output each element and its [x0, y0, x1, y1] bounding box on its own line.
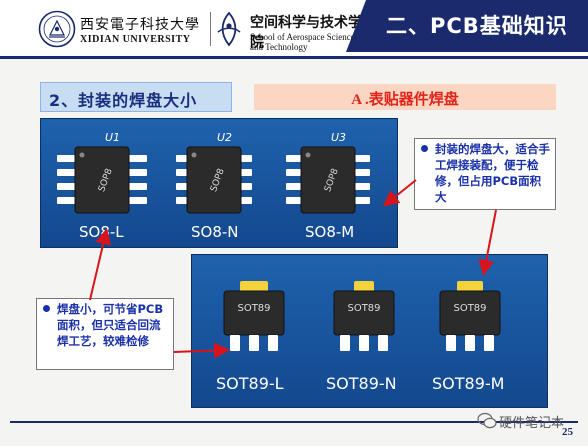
solder-pad	[355, 197, 370, 204]
ic-body	[74, 146, 130, 214]
solder-pad	[129, 155, 147, 162]
section-label: A .表贴器件焊盘	[351, 92, 459, 108]
footer-divider	[10, 421, 578, 423]
solder-pad	[249, 335, 259, 351]
school-emblem-icon	[217, 11, 241, 47]
footprint-label: SO8-N	[191, 223, 239, 241]
page-number: 25	[562, 426, 573, 438]
component-ref: U2	[217, 131, 232, 144]
title-band: 二、PCB基础知识	[346, 0, 588, 52]
solder-pad	[446, 335, 456, 351]
small-pad-callout: 焊盘小，可节省PCB面积，但只适合回流焊工艺，较难检修	[36, 298, 174, 370]
solder-pad	[129, 169, 147, 176]
solder-pad	[176, 169, 187, 176]
bullet-icon	[421, 145, 428, 152]
component-ref: U1	[105, 131, 120, 144]
footprint-label: SO8-M	[305, 223, 354, 241]
solder-pad	[57, 155, 75, 162]
component-ref: U3	[331, 131, 346, 144]
solder-pad	[378, 335, 388, 351]
small-pad-callout-text: 焊盘小，可节省PCB面积，但只适合回流焊工艺，较难检修	[57, 302, 164, 348]
watermark-text: 硬件笔记本	[499, 416, 565, 431]
university-name-en: XIDIAN UNIVERSITY	[80, 34, 191, 45]
university-logo: 西安電子科技大學 XIDIAN UNIVERSITY 空间科学与技术学院 Sch…	[38, 10, 368, 52]
pin1-marker	[79, 152, 85, 158]
large-pad-callout: 封装的焊盘大，适合手工焊接装配，便于检修，但占用PCB面积大	[414, 138, 556, 210]
school-name-cn: 空间科学与技术学院	[250, 15, 362, 51]
solder-pad	[465, 335, 475, 351]
solder-pad	[286, 155, 301, 162]
solder-pad	[241, 197, 252, 204]
subtitle-box: 2、封装的焊盘大小	[40, 82, 232, 112]
subtitle: 2、封装的焊盘大小	[49, 91, 198, 110]
pin1-marker	[191, 152, 197, 158]
solder-pad	[355, 155, 370, 162]
footprint-label: SOT89-L	[216, 374, 284, 393]
solder-pad	[286, 183, 301, 190]
pin1-marker	[305, 152, 311, 158]
university-seal-icon	[38, 10, 76, 48]
solder-pad	[57, 183, 75, 190]
header-bar: 西安電子科技大學 XIDIAN UNIVERSITY 空间科学与技术学院 Sch…	[0, 0, 588, 59]
solder-pad	[176, 183, 187, 190]
solder-pad	[241, 155, 252, 162]
solder-pad	[241, 183, 252, 190]
footprint-label: SO8-L	[79, 223, 124, 241]
solder-pad	[268, 335, 278, 351]
solder-pad	[355, 183, 370, 190]
solder-pad	[286, 197, 301, 204]
solder-pad	[359, 335, 369, 351]
ic-marking: SOT89	[237, 303, 270, 314]
solder-pad	[484, 335, 494, 351]
solder-pad	[57, 197, 75, 204]
section-label-box: A .表贴器件焊盘	[254, 84, 556, 110]
solder-pad	[286, 169, 301, 176]
ic-marking: SOT89	[347, 303, 380, 314]
bullet-icon	[43, 305, 50, 312]
university-name-cn: 西安電子科技大學	[80, 17, 200, 33]
slide-title: 二、PCB基础知识	[386, 14, 568, 38]
large-pad-callout-text: 封装的焊盘大，适合手工焊接装配，便于检修，但占用PCB面积大	[435, 142, 550, 204]
watermark: 硬件笔记本	[477, 409, 575, 433]
solder-pad	[176, 197, 187, 204]
solder-pad	[129, 183, 147, 190]
ic-body	[186, 146, 242, 214]
school-name-en: School of Aerospace Science and Technolo…	[250, 32, 355, 52]
solder-pad	[176, 155, 187, 162]
solder-pad	[129, 197, 147, 204]
footprint-label: SOT89-N	[326, 374, 397, 393]
logo-divider	[210, 12, 211, 46]
ic-body	[300, 146, 356, 214]
solder-pad	[241, 169, 252, 176]
ic-marking: SOT89	[453, 303, 486, 314]
solder-pad	[340, 335, 350, 351]
solder-pad	[230, 335, 240, 351]
footprint-label: SOT89-M	[432, 374, 504, 393]
wechat-icon	[477, 412, 497, 429]
solder-pad	[355, 169, 370, 176]
solder-pad	[57, 169, 75, 176]
